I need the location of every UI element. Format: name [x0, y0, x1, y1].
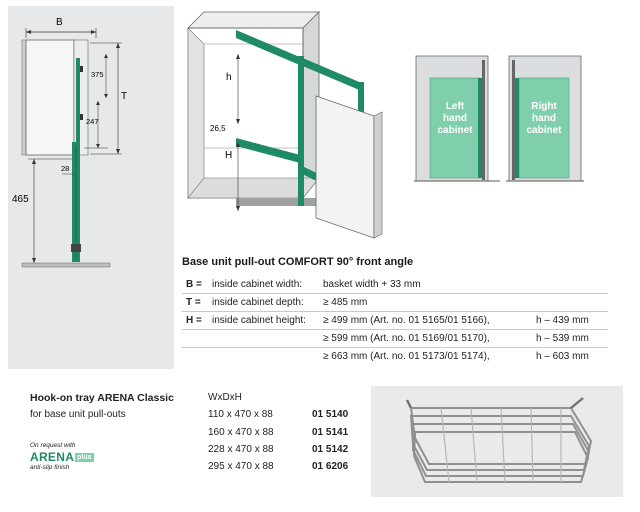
spec-row-2-key: T = — [186, 297, 201, 308]
wire-basket-svg — [405, 397, 593, 483]
tray-item-size: 228 x 470 x 88 — [208, 444, 274, 455]
wire-basket-image — [371, 386, 623, 497]
size-header: WxDxH — [208, 392, 242, 403]
dim-465-label: 465 — [12, 194, 29, 205]
right-cabinet-l2: hand — [532, 113, 556, 124]
arena-plus-logo: ARENA plus — [30, 450, 94, 464]
finish-text: anti-slip finish — [30, 464, 70, 471]
on-request-text: On request with — [30, 442, 76, 449]
left-cabinet-l1: Left — [446, 101, 465, 112]
spec-row-3-extra: h – 439 mm — [536, 315, 589, 326]
dim-h-small-label: h — [226, 72, 232, 83]
dim-h-big-label: H — [225, 150, 232, 161]
tray-title: Hook-on tray ARENA Classic — [30, 392, 174, 404]
spec-row-3-value: ≥ 499 mm (Art. no. 01 5165/01 5166), — [323, 315, 490, 326]
tray-subtitle: for base unit pull-outs — [30, 409, 126, 420]
spec-row-1-value: basket width + 33 mm — [323, 279, 421, 290]
spec-row-5-extra: h – 603 mm — [536, 351, 589, 362]
dim-247-label: 247 — [86, 117, 99, 126]
dim-265-label: 26,5 — [210, 124, 226, 133]
tray-item-art: 01 5142 — [312, 444, 349, 455]
arena-brand: ARENA — [30, 450, 75, 464]
tray-item-size: 295 x 470 x 88 — [208, 461, 274, 472]
dim-375-label: 375 — [91, 70, 104, 79]
isometric-drawing: h H 26,5 — [176, 6, 386, 242]
tray-item-size: 160 x 470 x 88 — [208, 427, 274, 438]
spec-row-3-key: H = — [186, 315, 202, 326]
tray-item-art: 01 5141 — [312, 427, 349, 438]
tray-item-size: 110 x 470 x 88 — [208, 409, 273, 420]
spec-row-3-label: inside cabinet height: — [212, 315, 306, 326]
left-cabinet-l2: hand — [443, 113, 467, 124]
hand-cabinet-svg: Left hand cabinet Right hand cabinet — [414, 55, 584, 182]
right-cabinet-l3: cabinet — [526, 125, 562, 136]
plus-badge: plus — [75, 452, 94, 462]
spec-row-2-value: ≥ 485 mm — [323, 297, 368, 308]
side-view-drawing: B T 375 247 28 — [8, 6, 174, 369]
dim-t-label: T — [121, 91, 127, 102]
hand-cabinet-drawings: Left hand cabinet Right hand cabinet — [404, 50, 594, 200]
isometric-svg: h H 26,5 — [187, 11, 383, 239]
left-cabinet-l3: cabinet — [437, 125, 473, 136]
tray-item-art: 01 5140 — [312, 409, 349, 420]
spec-row-5-value: ≥ 663 mm (Art. no. 01 5173/01 5174), — [323, 351, 490, 362]
side-view-svg: B T 375 247 28 — [12, 17, 127, 268]
spec-row-2-label: inside cabinet depth: — [212, 297, 304, 308]
spec-row-4-extra: h – 539 mm — [536, 333, 589, 344]
spec-row-1-key: B = — [186, 279, 202, 290]
dim-28-label: 28 — [61, 164, 69, 173]
right-cabinet-l1: Right — [531, 101, 557, 112]
spec-row-4-value: ≥ 599 mm (Art. no. 01 5169/01 5170), — [323, 333, 490, 344]
tray-item-art: 01 6206 — [312, 461, 349, 472]
spec-row-1-label: inside cabinet width: — [212, 279, 303, 290]
dim-b-label: B — [56, 17, 63, 28]
spec-title: Base unit pull-out COMFORT 90° front ang… — [182, 256, 414, 268]
